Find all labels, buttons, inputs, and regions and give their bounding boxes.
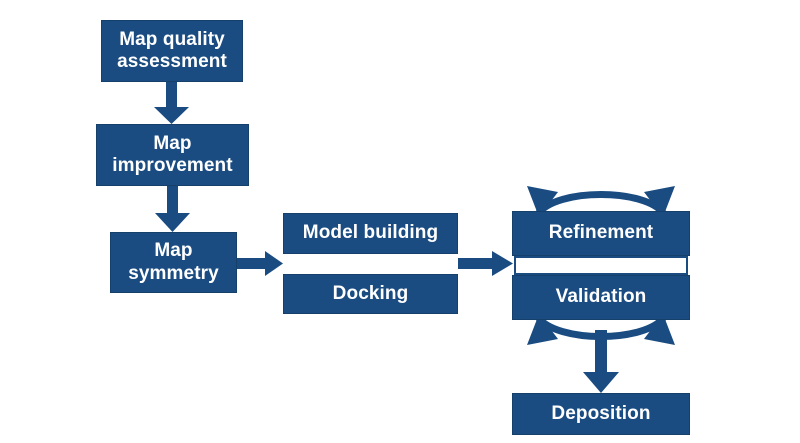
node-deposition[interactable]: Deposition (512, 393, 690, 435)
node-model-building[interactable]: Model building (283, 213, 458, 254)
arrow-quality-to-improvement (154, 82, 189, 124)
arrow-improvement-to-symmetry (155, 186, 190, 232)
node-map-symmetry[interactable]: Map symmetry (110, 232, 237, 293)
arrow-symmetry-to-building (237, 251, 283, 276)
arrow-validation-to-deposition (583, 330, 619, 393)
arrow-building-to-refinement (458, 251, 513, 276)
cycle-separator-band (514, 256, 688, 275)
node-validation[interactable]: Validation (512, 275, 690, 320)
node-refinement[interactable]: Refinement (512, 211, 690, 256)
node-map-improvement[interactable]: Map improvement (96, 124, 249, 186)
node-docking[interactable]: Docking (283, 274, 458, 314)
node-map-quality-assessment[interactable]: Map quality assessment (101, 20, 243, 82)
